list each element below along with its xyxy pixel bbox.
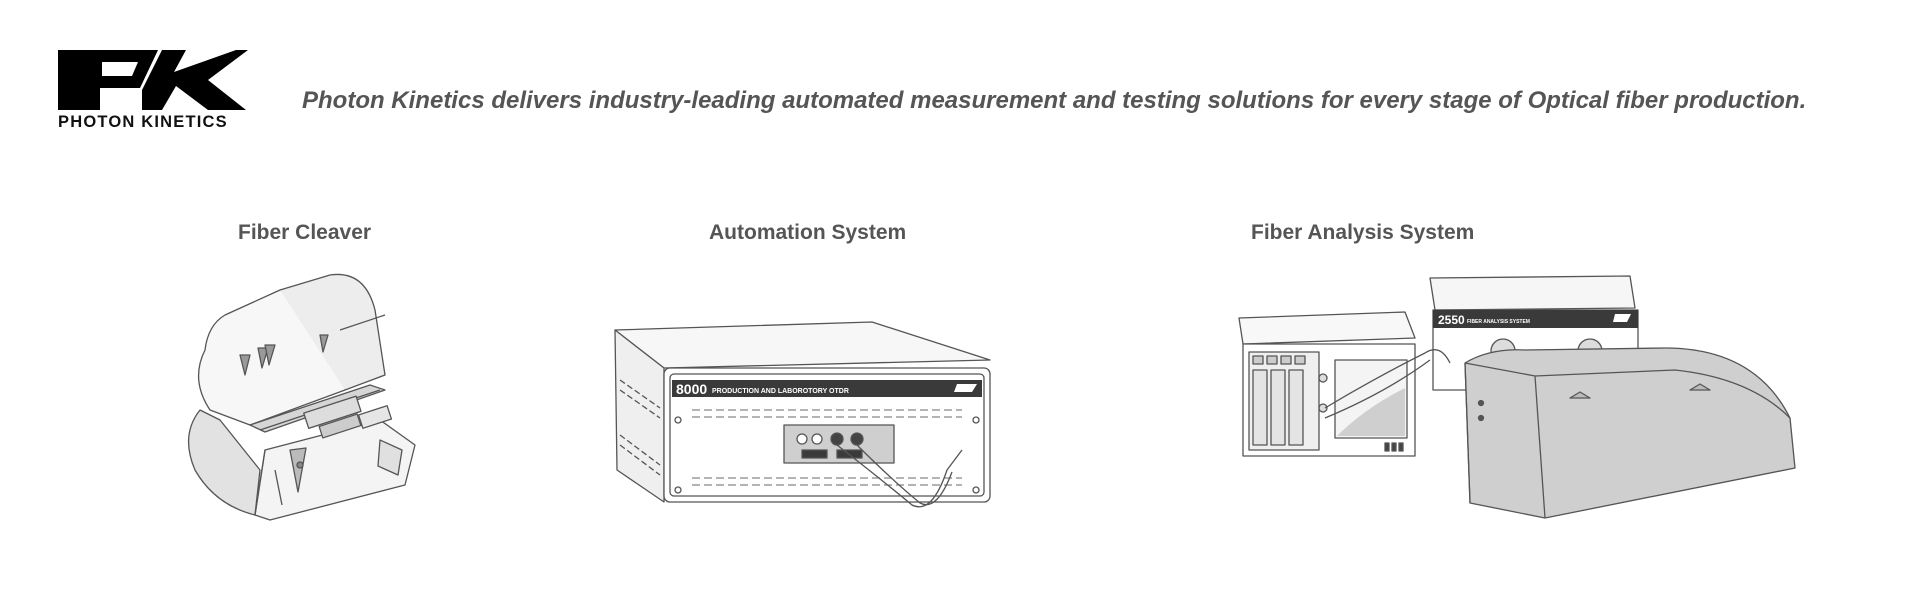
otdr-model-number: 8000 bbox=[676, 381, 707, 397]
fiber-cleaver-image[interactable] bbox=[180, 270, 440, 525]
pk-logo-icon bbox=[58, 50, 248, 110]
analysis-model-number: 2550 bbox=[1438, 313, 1465, 327]
otdr-panel-label: PRODUCTION AND LABOROTORY OTDR bbox=[712, 388, 849, 395]
product-title-fiber-cleaver[interactable]: Fiber Cleaver bbox=[238, 221, 372, 244]
product-title-fiber-analysis-system[interactable]: Fiber Analysis System bbox=[1251, 221, 1475, 244]
product-title-automation-system[interactable]: Automation System bbox=[709, 221, 907, 244]
fiber-analysis-system-illustration: 2550 FIBER ANALYSIS SYSTEM bbox=[1238, 275, 1796, 519]
hero-tagline: Photon Kinetics delivers industry-leadin… bbox=[302, 87, 1807, 114]
analysis-panel-label: FIBER ANALYSIS SYSTEM bbox=[1467, 319, 1530, 325]
fiber-analysis-system-image[interactable]: 2550 FIBER ANALYSIS SYSTEM bbox=[1235, 268, 1805, 523]
logo-wordmark: PHOTON KINETICS bbox=[58, 113, 228, 131]
fiber-cleaver-illustration bbox=[187, 273, 416, 521]
automation-system-image[interactable]: 8000 PRODUCTION AND LABOROTORY OTDR bbox=[612, 320, 1002, 510]
otdr-instrument-illustration: 8000 PRODUCTION AND LABOROTORY OTDR bbox=[614, 321, 991, 508]
photon-kinetics-logo[interactable]: PHOTON KINETICS bbox=[58, 50, 248, 131]
